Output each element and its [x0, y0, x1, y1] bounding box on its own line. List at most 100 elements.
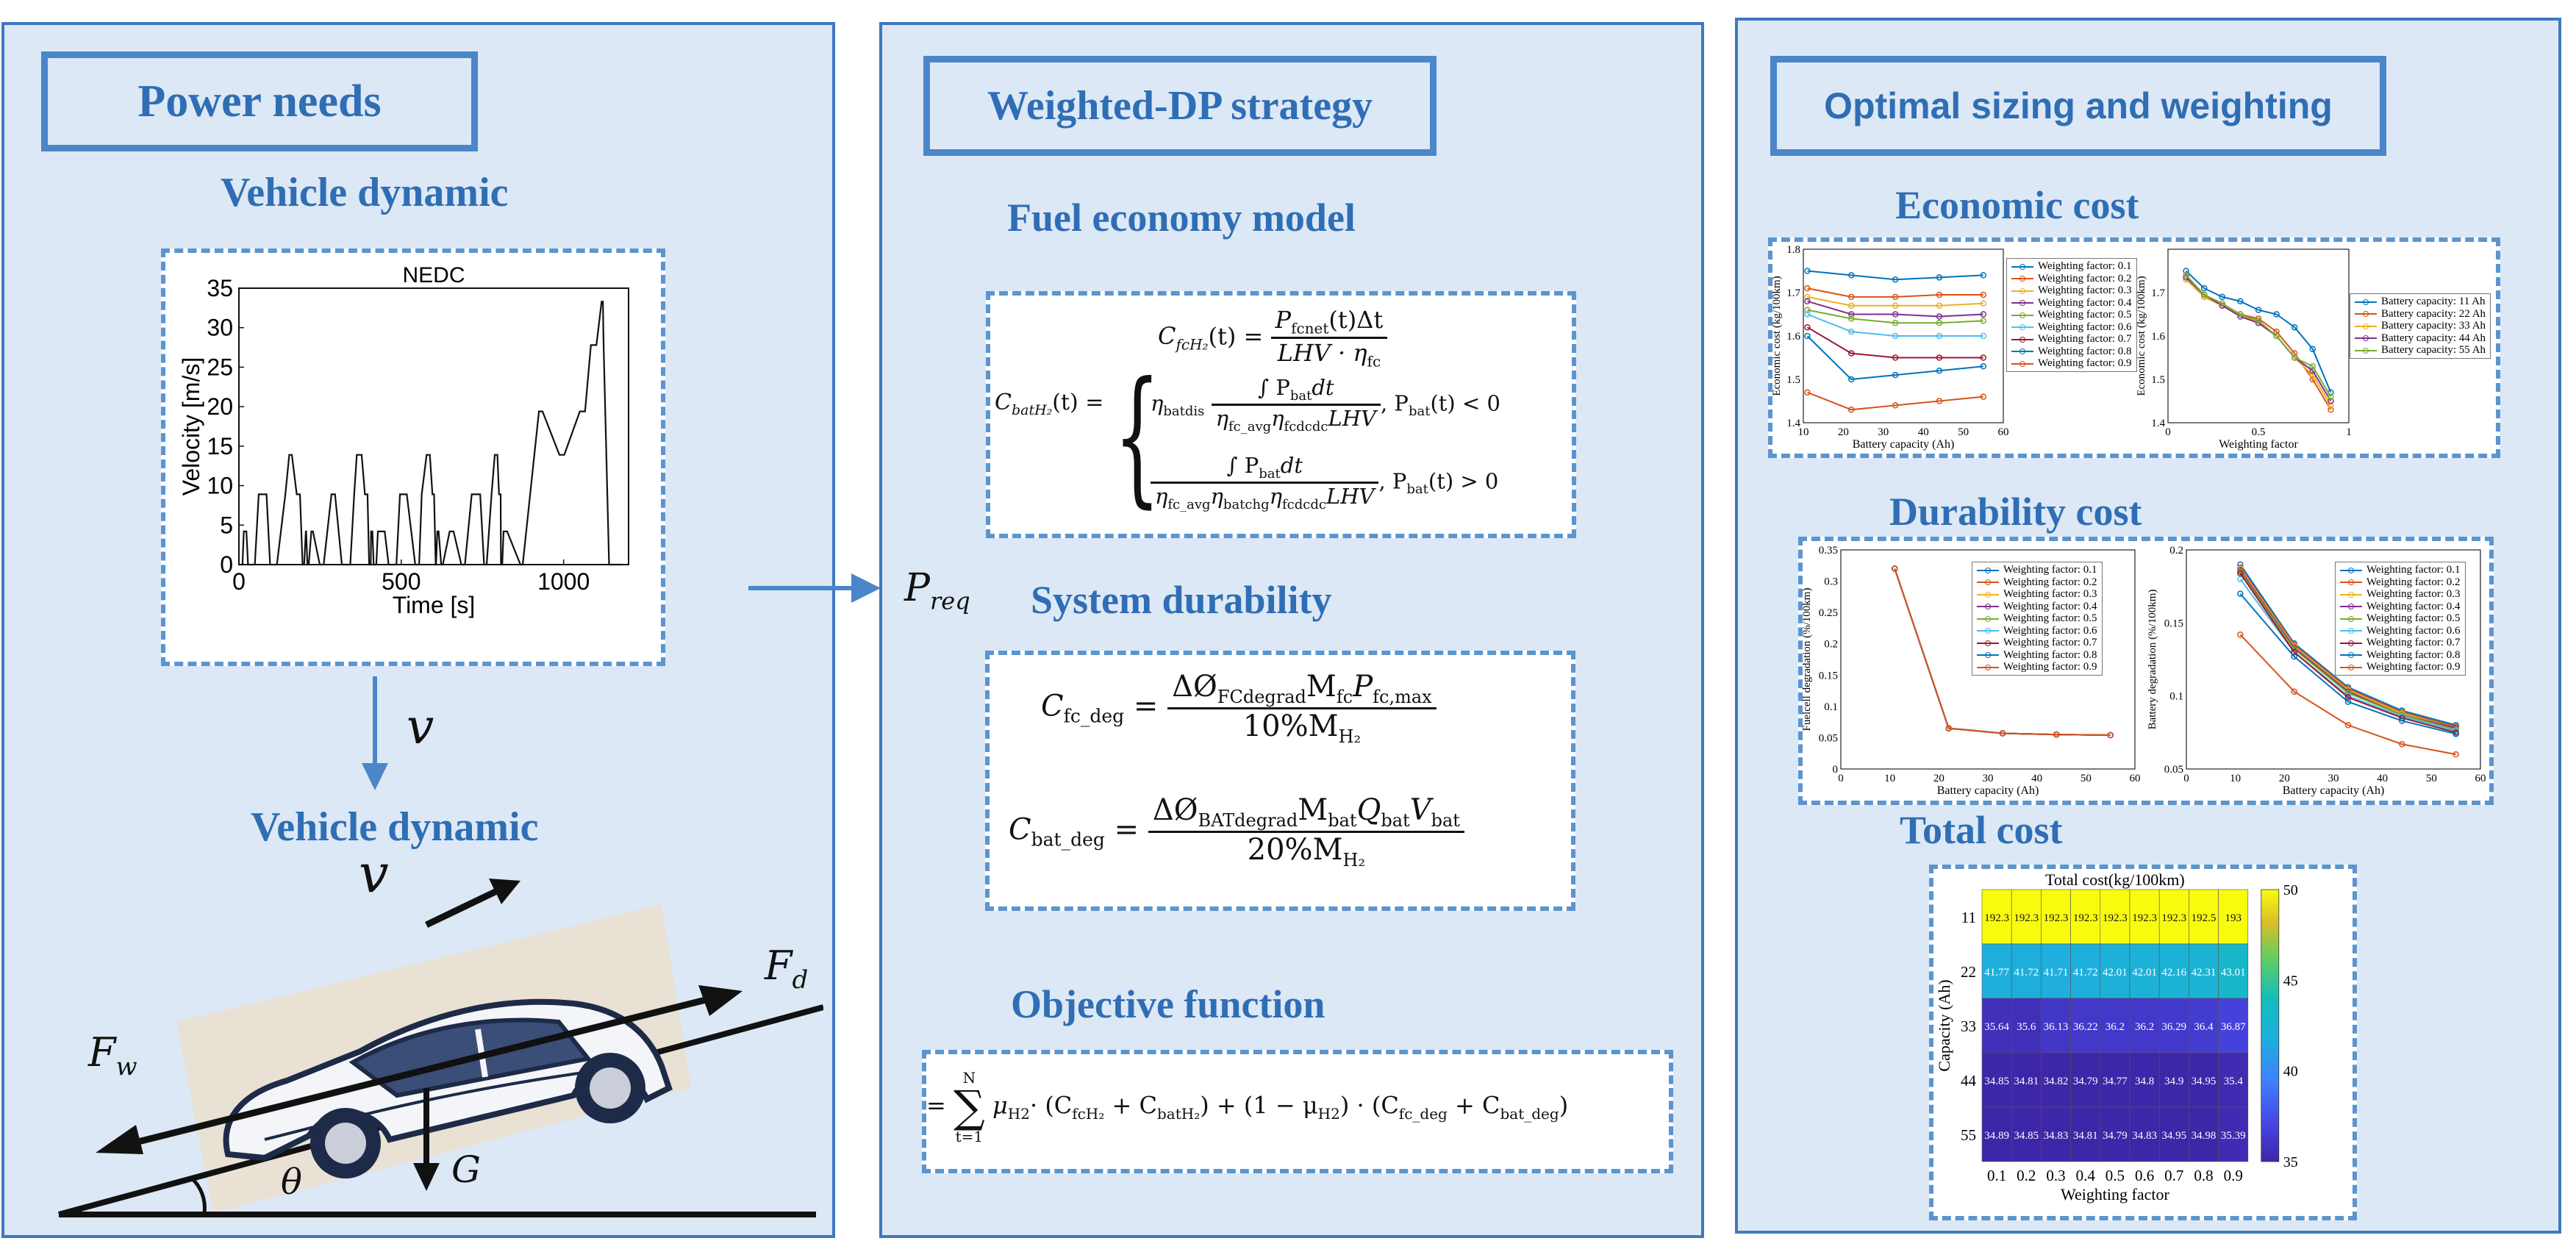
- heatmap-cell: [2011, 998, 2042, 1054]
- data-point: [2399, 740, 2405, 748]
- legend-swatch: [1977, 652, 1999, 659]
- heatmap-cell-value: 36.87: [2221, 1021, 2246, 1033]
- data-point: [2237, 631, 2244, 638]
- subtitle-vehicle-dynamic-1: Vehicle dynamic: [221, 170, 509, 215]
- legend-swatch: [2011, 300, 2033, 307]
- subtitle-durability-cost: Durability cost: [1889, 490, 2142, 534]
- series-line-9: [2239, 634, 2456, 756]
- legend-entry: Battery capacity: 55 Ah: [2355, 344, 2486, 357]
- heatmap-cell-value: 34.81: [2014, 1076, 2039, 1087]
- heatmap-ytick-label: 11: [1961, 909, 1976, 926]
- series-line-5: [2185, 274, 2332, 398]
- subtitle-total-cost: Total cost: [1900, 808, 2063, 852]
- data-point: [2200, 285, 2208, 292]
- heatmap-cell-value: 42.01: [2132, 967, 2157, 979]
- legend-label: Weighting factor: 0.4: [2038, 296, 2132, 309]
- series-line-9: [1807, 391, 1983, 411]
- heatmap-xtick-label: 0.7: [2164, 1167, 2183, 1184]
- data-point: [2200, 291, 2208, 298]
- legend-swatch: [2011, 336, 2033, 343]
- heatmap-xtick-label: 0.8: [2194, 1167, 2213, 1184]
- legend-label: Weighting factor: 0.1: [2366, 564, 2461, 576]
- ytick-label: 0.15: [1819, 670, 1838, 682]
- heatmap-cell: [2129, 1052, 2160, 1108]
- legend-entry: Weighting factor: 0.5: [1977, 612, 2097, 625]
- ytick-label: 0.05: [1819, 732, 1838, 744]
- data-point: [2053, 731, 2060, 738]
- xtick-label: 20: [2279, 773, 2290, 784]
- data-point: [1804, 293, 1811, 301]
- series-line-6: [2239, 579, 2456, 732]
- header-optimal-sizing: Optimal sizing and weighting: [1770, 56, 2386, 156]
- ytick-label: 0.05: [2164, 764, 2183, 776]
- legend-swatch: [1977, 628, 1999, 634]
- heatmap-cell: [2041, 998, 2071, 1054]
- heatmap-cell-value: 34.89: [1984, 1130, 2009, 1142]
- data-point: [2219, 300, 2226, 307]
- heatmap-cell: [2041, 943, 2071, 999]
- ytick-label: 0.1: [1824, 701, 1838, 713]
- heatmap-cell: [2189, 889, 2219, 945]
- brace-icon: {: [1114, 351, 1161, 522]
- legend-swatch: [2011, 287, 2033, 294]
- heatmap-cell-value: 192.3: [2161, 912, 2186, 924]
- ytick-label: 0.3: [1824, 576, 1838, 588]
- force-label-fw: Fw: [88, 1029, 137, 1081]
- heatmap-cell-value: 34.81: [2073, 1130, 2098, 1142]
- series-line-4: [1807, 300, 1983, 318]
- data-point: [1848, 328, 1855, 335]
- heatmap-cell: [2158, 943, 2189, 999]
- nedc-plot-area: [238, 287, 629, 565]
- legend-label: Weighting factor: 0.3: [2038, 285, 2132, 296]
- legend-swatch: [2340, 579, 2362, 586]
- legend-label: Weighting factor: 0.2: [2366, 576, 2461, 588]
- heatmap-cell: [2129, 1106, 2160, 1162]
- heatmap-cell: [1981, 1106, 2012, 1162]
- heatmap-ytick-label: 33: [1961, 1017, 1976, 1035]
- legend-label: Weighting factor: 0.3: [2366, 588, 2461, 600]
- xtick-label: 1: [2346, 426, 2352, 438]
- data-point: [2344, 694, 2352, 701]
- heatmap-cell-value: 34.8: [2135, 1076, 2154, 1087]
- legend-swatch: [1977, 591, 1999, 598]
- colorbar-tick-label: 50: [2283, 882, 2298, 898]
- xtick-label: 20: [1838, 426, 1849, 438]
- ytick-label: 1.6: [2151, 331, 2165, 343]
- ytick-label: 0.35: [1819, 545, 1838, 557]
- legend-label: Weighting factor: 0.6: [2366, 624, 2461, 637]
- legend-swatch: [2011, 324, 2033, 331]
- objective-function-box: = N∑t=1 μH2· (CfcH₂ + CbatH₂) + (1 − μH2…: [922, 1050, 1673, 1173]
- series-line-8: [1806, 335, 1983, 381]
- nedc-ytick-label: 35: [207, 275, 233, 301]
- data-point: [1804, 389, 1811, 396]
- heatmap-cell-value: 36.22: [2073, 1021, 2098, 1033]
- heatmap-cell: [2158, 889, 2189, 945]
- series-line-1: [2185, 270, 2332, 393]
- heatmap-xtick-label: 0.5: [2105, 1167, 2125, 1184]
- legend-entry: Battery capacity: 11 Ah: [2355, 296, 2486, 308]
- heatmap-cell-value: 34.9: [2164, 1076, 2183, 1087]
- data-point: [1980, 363, 1987, 370]
- legend-label: Weighting factor: 0.5: [2003, 612, 2097, 624]
- data-point: [1892, 565, 1898, 572]
- ytick-label: 0: [1833, 764, 1839, 776]
- heatmap-ytick-label: 44: [1961, 1072, 1977, 1090]
- heatmap-cell-value: 42.01: [2103, 967, 2128, 979]
- nedc-ytick-label: 20: [207, 393, 233, 420]
- data-point: [2291, 653, 2297, 660]
- data-point: [1980, 272, 1987, 279]
- legend-label: Weighting factor: 0.1: [2038, 260, 2132, 272]
- legend-entry: Weighting factor: 0.5: [2011, 309, 2132, 321]
- xtick-label: 50: [1958, 426, 1969, 438]
- data-point: [2344, 698, 2352, 705]
- data-point: [1892, 354, 1899, 361]
- xtick-label: 30: [1878, 426, 1889, 438]
- data-point: [1999, 730, 2006, 737]
- data-point: [1980, 393, 1987, 400]
- heatmap-cell-value: 35.4: [2224, 1076, 2244, 1087]
